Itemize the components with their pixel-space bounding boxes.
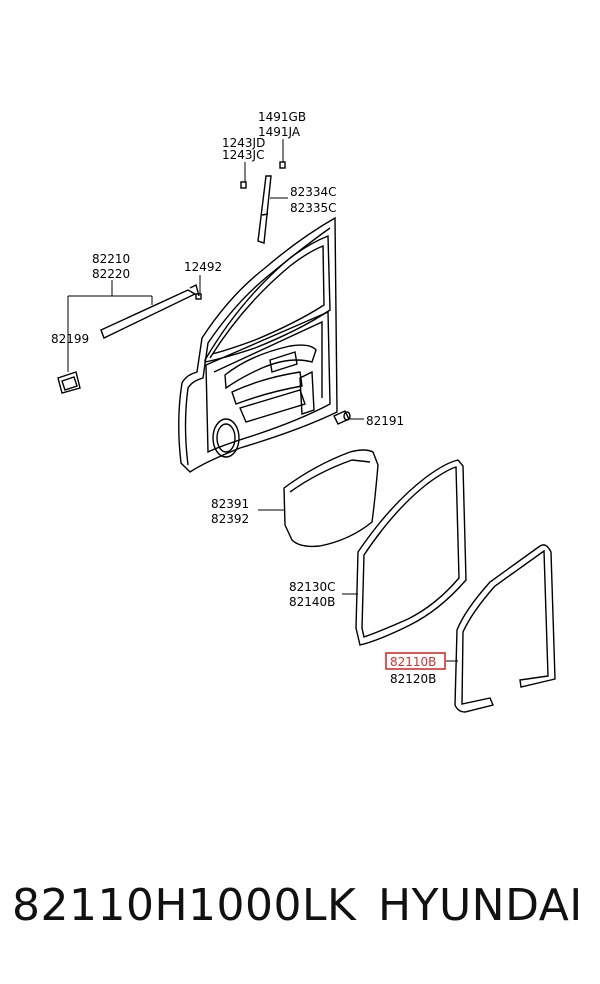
label-82334c: 82334C — [290, 185, 337, 199]
label-1243jd: 1243JD — [222, 136, 265, 150]
brand-name: HYUNDAI — [378, 880, 583, 931]
footer: 82110H1000LK HYUNDAI — [0, 880, 600, 950]
body-side-seal-part — [454, 544, 556, 713]
label-82110b: 82110B — [390, 655, 436, 669]
label-82120b: 82120B — [390, 672, 436, 686]
part-number: 82110H1000LK — [12, 880, 357, 931]
label-82140b: 82140B — [289, 595, 335, 609]
label-82130c: 82130C — [289, 580, 336, 594]
label-82210: 82210 — [92, 252, 130, 266]
label-82191: 82191 — [366, 414, 404, 428]
sealing-panel-part — [283, 449, 379, 548]
highlight-box — [385, 652, 446, 670]
leader-lines — [67, 139, 458, 662]
label-82391: 82391 — [211, 497, 249, 511]
part-labels: 1491GB 1491JA 1243JD 1243JC 82334C 82335… — [51, 110, 446, 686]
label-82220: 82220 — [92, 267, 130, 281]
label-1243jc: 1243JC — [222, 148, 264, 162]
label-1491gb: 1491GB — [258, 110, 306, 124]
door-weatherstrip-part — [355, 459, 467, 646]
door-shell — [178, 216, 338, 473]
label-82392: 82392 — [211, 512, 249, 526]
pin-part — [333, 410, 351, 425]
molding-strip-part — [100, 283, 202, 339]
label-82335c: 82335C — [290, 201, 337, 215]
clip-part — [57, 371, 81, 394]
label-12492: 12492 — [184, 260, 222, 274]
label-82199: 82199 — [51, 332, 89, 346]
label-1491ja: 1491JA — [258, 125, 301, 139]
run-channel-part — [240, 161, 286, 244]
